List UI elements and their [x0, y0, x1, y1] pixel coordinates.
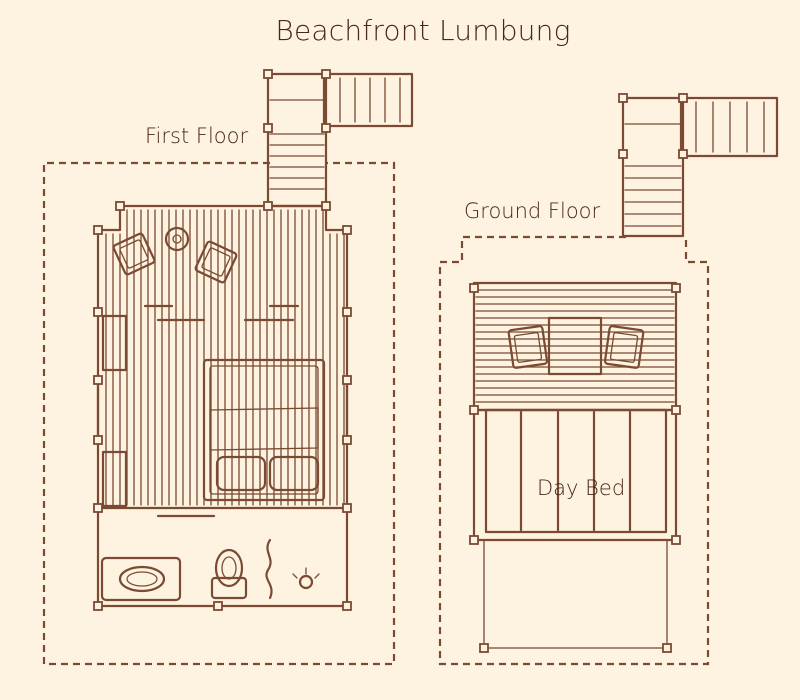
post: [213, 601, 223, 611]
post: [321, 69, 331, 79]
post: [115, 201, 125, 211]
plan-title: Beachfront Lumbung: [275, 14, 571, 47]
first-floor-label: First Floor: [145, 124, 249, 148]
post: [263, 123, 273, 133]
first-floor-shutters: [96, 314, 349, 508]
post: [263, 69, 273, 79]
first-floor-beams: [143, 304, 300, 518]
ground-floor-label: Ground Floor: [464, 199, 601, 223]
post: [93, 375, 103, 385]
post: [342, 375, 352, 385]
post: [479, 643, 489, 653]
ground-floor-plan: [438, 93, 779, 666]
post: [342, 601, 352, 611]
post: [93, 307, 103, 317]
post: [342, 307, 352, 317]
ground-floor-dining-set: [507, 316, 645, 376]
ground-floor-deck: [472, 281, 678, 412]
post: [321, 123, 331, 133]
first-floor-lounge-chairs: [112, 226, 238, 284]
post: [342, 435, 352, 445]
post: [671, 405, 681, 415]
day-bed-label: Day Bed: [537, 476, 626, 500]
post: [93, 225, 103, 235]
post: [342, 225, 352, 235]
post: [671, 535, 681, 545]
post: [93, 435, 103, 445]
ground-floor-extension: [483, 539, 668, 649]
ground-floor-day-bed: [472, 408, 678, 542]
first-floor-double-bed: [202, 358, 326, 502]
post: [469, 405, 479, 415]
first-floor-staircase: [266, 72, 414, 208]
post: [671, 283, 681, 293]
post: [618, 93, 628, 103]
post: [342, 503, 352, 513]
ground-floor-footprint: [438, 235, 710, 666]
post: [93, 503, 103, 513]
first-floor-bathroom: [100, 538, 320, 602]
post: [469, 283, 479, 293]
post: [618, 149, 628, 159]
post: [678, 93, 688, 103]
first-floor-footprint: [42, 161, 396, 666]
post: [263, 201, 273, 211]
ground-floor-staircase: [621, 96, 779, 238]
post: [321, 201, 331, 211]
post: [662, 643, 672, 653]
post: [678, 149, 688, 159]
first-floor-plan: [42, 69, 414, 666]
post: [93, 601, 103, 611]
post: [469, 535, 479, 545]
